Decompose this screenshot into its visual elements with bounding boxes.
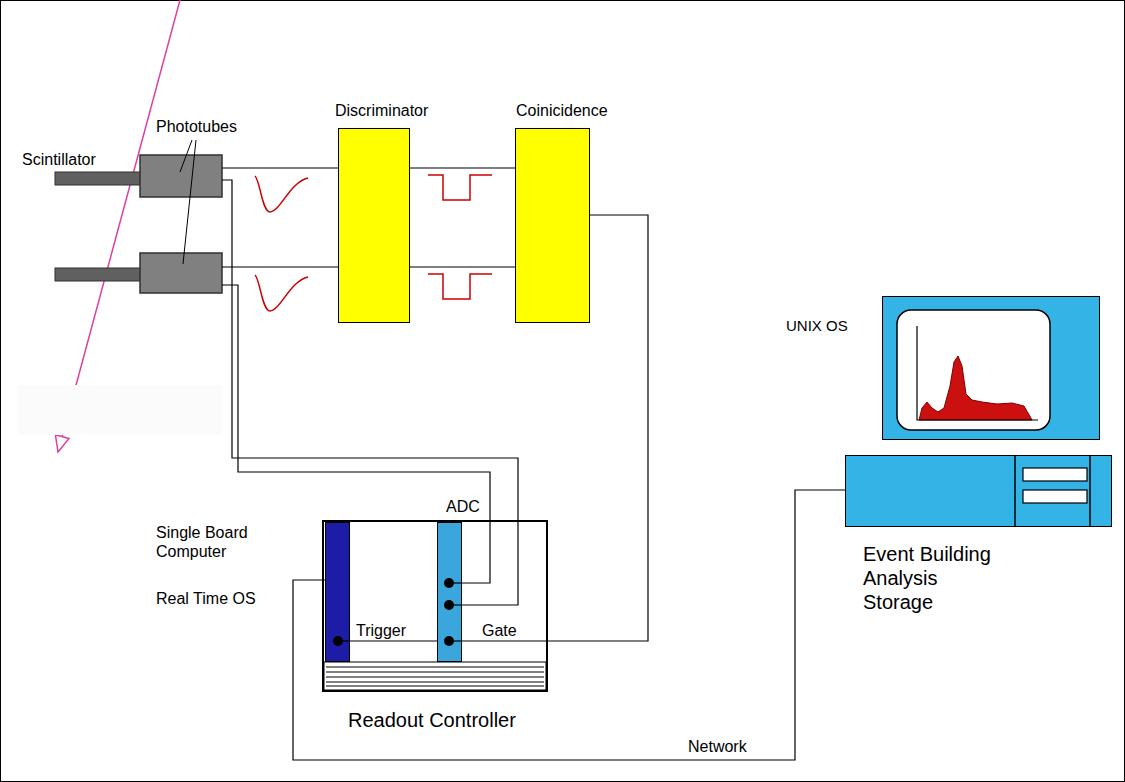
input-terminal — [444, 600, 454, 610]
node-heading: Coinicidence — [516, 101, 608, 120]
single-board-computer: Single Board ComputerReal Time OS — [325, 522, 350, 662]
scintillator-bar — [55, 268, 141, 281]
readout-controller: Readout ControllerSingle Board ComputerR… — [322, 520, 548, 692]
signal-wire — [222, 266, 338, 267]
monitor-art — [882, 296, 1100, 440]
trigger-terminal — [333, 636, 343, 646]
cover-patch — [18, 385, 222, 435]
input-terminal — [444, 578, 454, 588]
node-note: Real Time OS — [156, 589, 256, 608]
logic-pulse — [428, 274, 492, 299]
signal-wire — [449, 582, 462, 583]
computer-base: Event Building Analysis Storage — [845, 455, 1112, 527]
backplane-line — [326, 686, 544, 687]
leader-line — [183, 140, 196, 264]
gate-terminal — [444, 636, 454, 646]
drive-slot — [1023, 468, 1087, 481]
part-label: Phototubes — [156, 117, 237, 136]
leader-line — [180, 140, 192, 172]
part-label: Scintillator — [22, 150, 96, 169]
phototube — [140, 155, 222, 197]
logic-wire — [410, 266, 515, 267]
signal-wire — [449, 640, 462, 641]
signal-wire — [338, 640, 350, 641]
particle-track — [58, 0, 180, 452]
node-heading: Readout Controller — [348, 708, 516, 732]
edge-label: Network — [686, 737, 749, 756]
analog-pulse — [255, 176, 308, 212]
computer-base-art — [845, 455, 1112, 527]
scintillator-bar — [55, 172, 141, 185]
monitor: UNIX OS — [882, 296, 1100, 440]
signal-wire — [449, 604, 462, 605]
node-heading: Single Board Computer — [156, 523, 268, 561]
signal-wire — [222, 167, 338, 168]
backplane — [324, 662, 546, 690]
backplane-line — [326, 682, 544, 683]
trigger-wire — [350, 640, 437, 641]
bay-edge — [1014, 455, 1016, 527]
signal-name: Gate — [482, 621, 517, 640]
network-cable — [293, 490, 845, 760]
node-heading: ADC — [446, 497, 480, 516]
analog-pulse — [255, 275, 308, 311]
backplane-line — [326, 667, 544, 668]
logic-wire — [410, 167, 515, 168]
backplane-line — [326, 677, 544, 678]
node-heading: UNIX OS — [786, 317, 848, 335]
signal-name: Trigger — [356, 621, 406, 640]
discriminator-box: Discriminator — [338, 128, 410, 323]
node-heading: Discriminator — [335, 101, 428, 120]
screen — [897, 310, 1050, 430]
drive-slot — [1023, 490, 1087, 503]
adc-module: ADC — [437, 522, 462, 662]
histogram — [919, 356, 1032, 420]
track-arrowhead — [55, 435, 69, 452]
phototube — [140, 253, 222, 293]
backplane-line — [326, 672, 544, 673]
node-heading: Event Building Analysis Storage — [863, 542, 1006, 614]
coincidence-box: Coinicidence — [515, 128, 590, 323]
bay-edge — [1089, 455, 1091, 527]
logic-pulse — [428, 175, 492, 200]
plot-axis — [917, 326, 1038, 420]
